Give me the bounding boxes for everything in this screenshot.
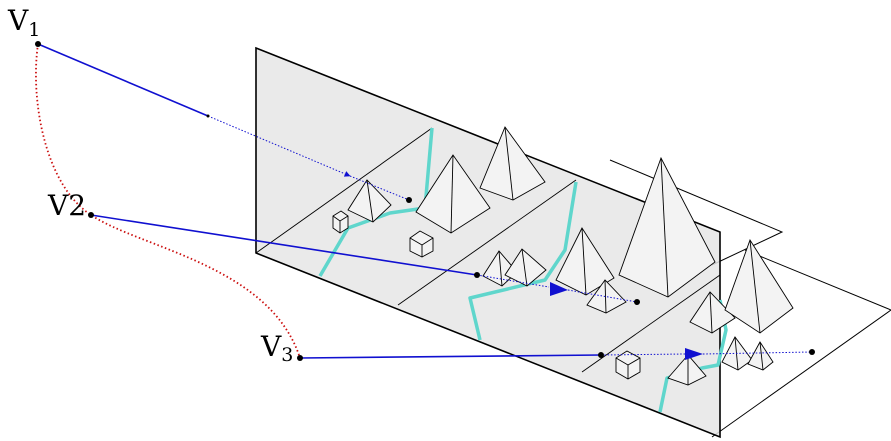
viewpoint-marker bbox=[88, 212, 94, 218]
sight-line-v1-extension bbox=[207, 115, 351, 177]
pyramid-small bbox=[747, 341, 774, 371]
intersection-point bbox=[474, 272, 480, 278]
sight-line-v2-extension bbox=[476, 274, 550, 288]
pyramid-small bbox=[347, 179, 392, 223]
target-point bbox=[809, 349, 815, 355]
cube bbox=[409, 230, 434, 258]
cube bbox=[615, 350, 641, 380]
points bbox=[35, 41, 815, 361]
intersection-point bbox=[206, 114, 210, 118]
sight-lines bbox=[37, 43, 813, 360]
arrow-head bbox=[685, 348, 703, 360]
image-plane bbox=[255, 46, 721, 439]
viewpoint-label-v3: V3 bbox=[260, 330, 293, 366]
pyramid-small bbox=[586, 279, 627, 314]
sight-line-v1 bbox=[37, 43, 209, 117]
sight-line-v3 bbox=[299, 354, 602, 359]
pyramid-small bbox=[667, 354, 707, 386]
viewpoint-label-v1: V1 bbox=[7, 4, 40, 41]
pyramid-small bbox=[504, 248, 547, 287]
pyramid-tall bbox=[618, 156, 716, 298]
pyramid-large bbox=[415, 154, 491, 234]
pyramid-medium bbox=[555, 227, 615, 296]
pyramid-tall bbox=[479, 126, 546, 201]
intersection-point bbox=[598, 352, 604, 358]
viewpoint-marker bbox=[35, 41, 41, 47]
boundary-segment bbox=[318, 127, 434, 277]
sight-line-v1-extension bbox=[349, 175, 410, 201]
arrow-head bbox=[550, 282, 568, 296]
cube bbox=[332, 210, 349, 234]
target-point bbox=[406, 197, 412, 203]
viewpoint-marker bbox=[297, 355, 303, 361]
viewpoint-label-v2: V2 bbox=[47, 189, 86, 222]
scene-objects bbox=[332, 126, 794, 386]
pyramid-medium bbox=[724, 238, 794, 334]
ground-plane-lines bbox=[255, 127, 721, 373]
target-point bbox=[634, 299, 640, 305]
sight-line-v3-extension bbox=[600, 353, 686, 356]
sight-line-v2 bbox=[90, 214, 478, 276]
boundary-segment bbox=[468, 181, 578, 341]
